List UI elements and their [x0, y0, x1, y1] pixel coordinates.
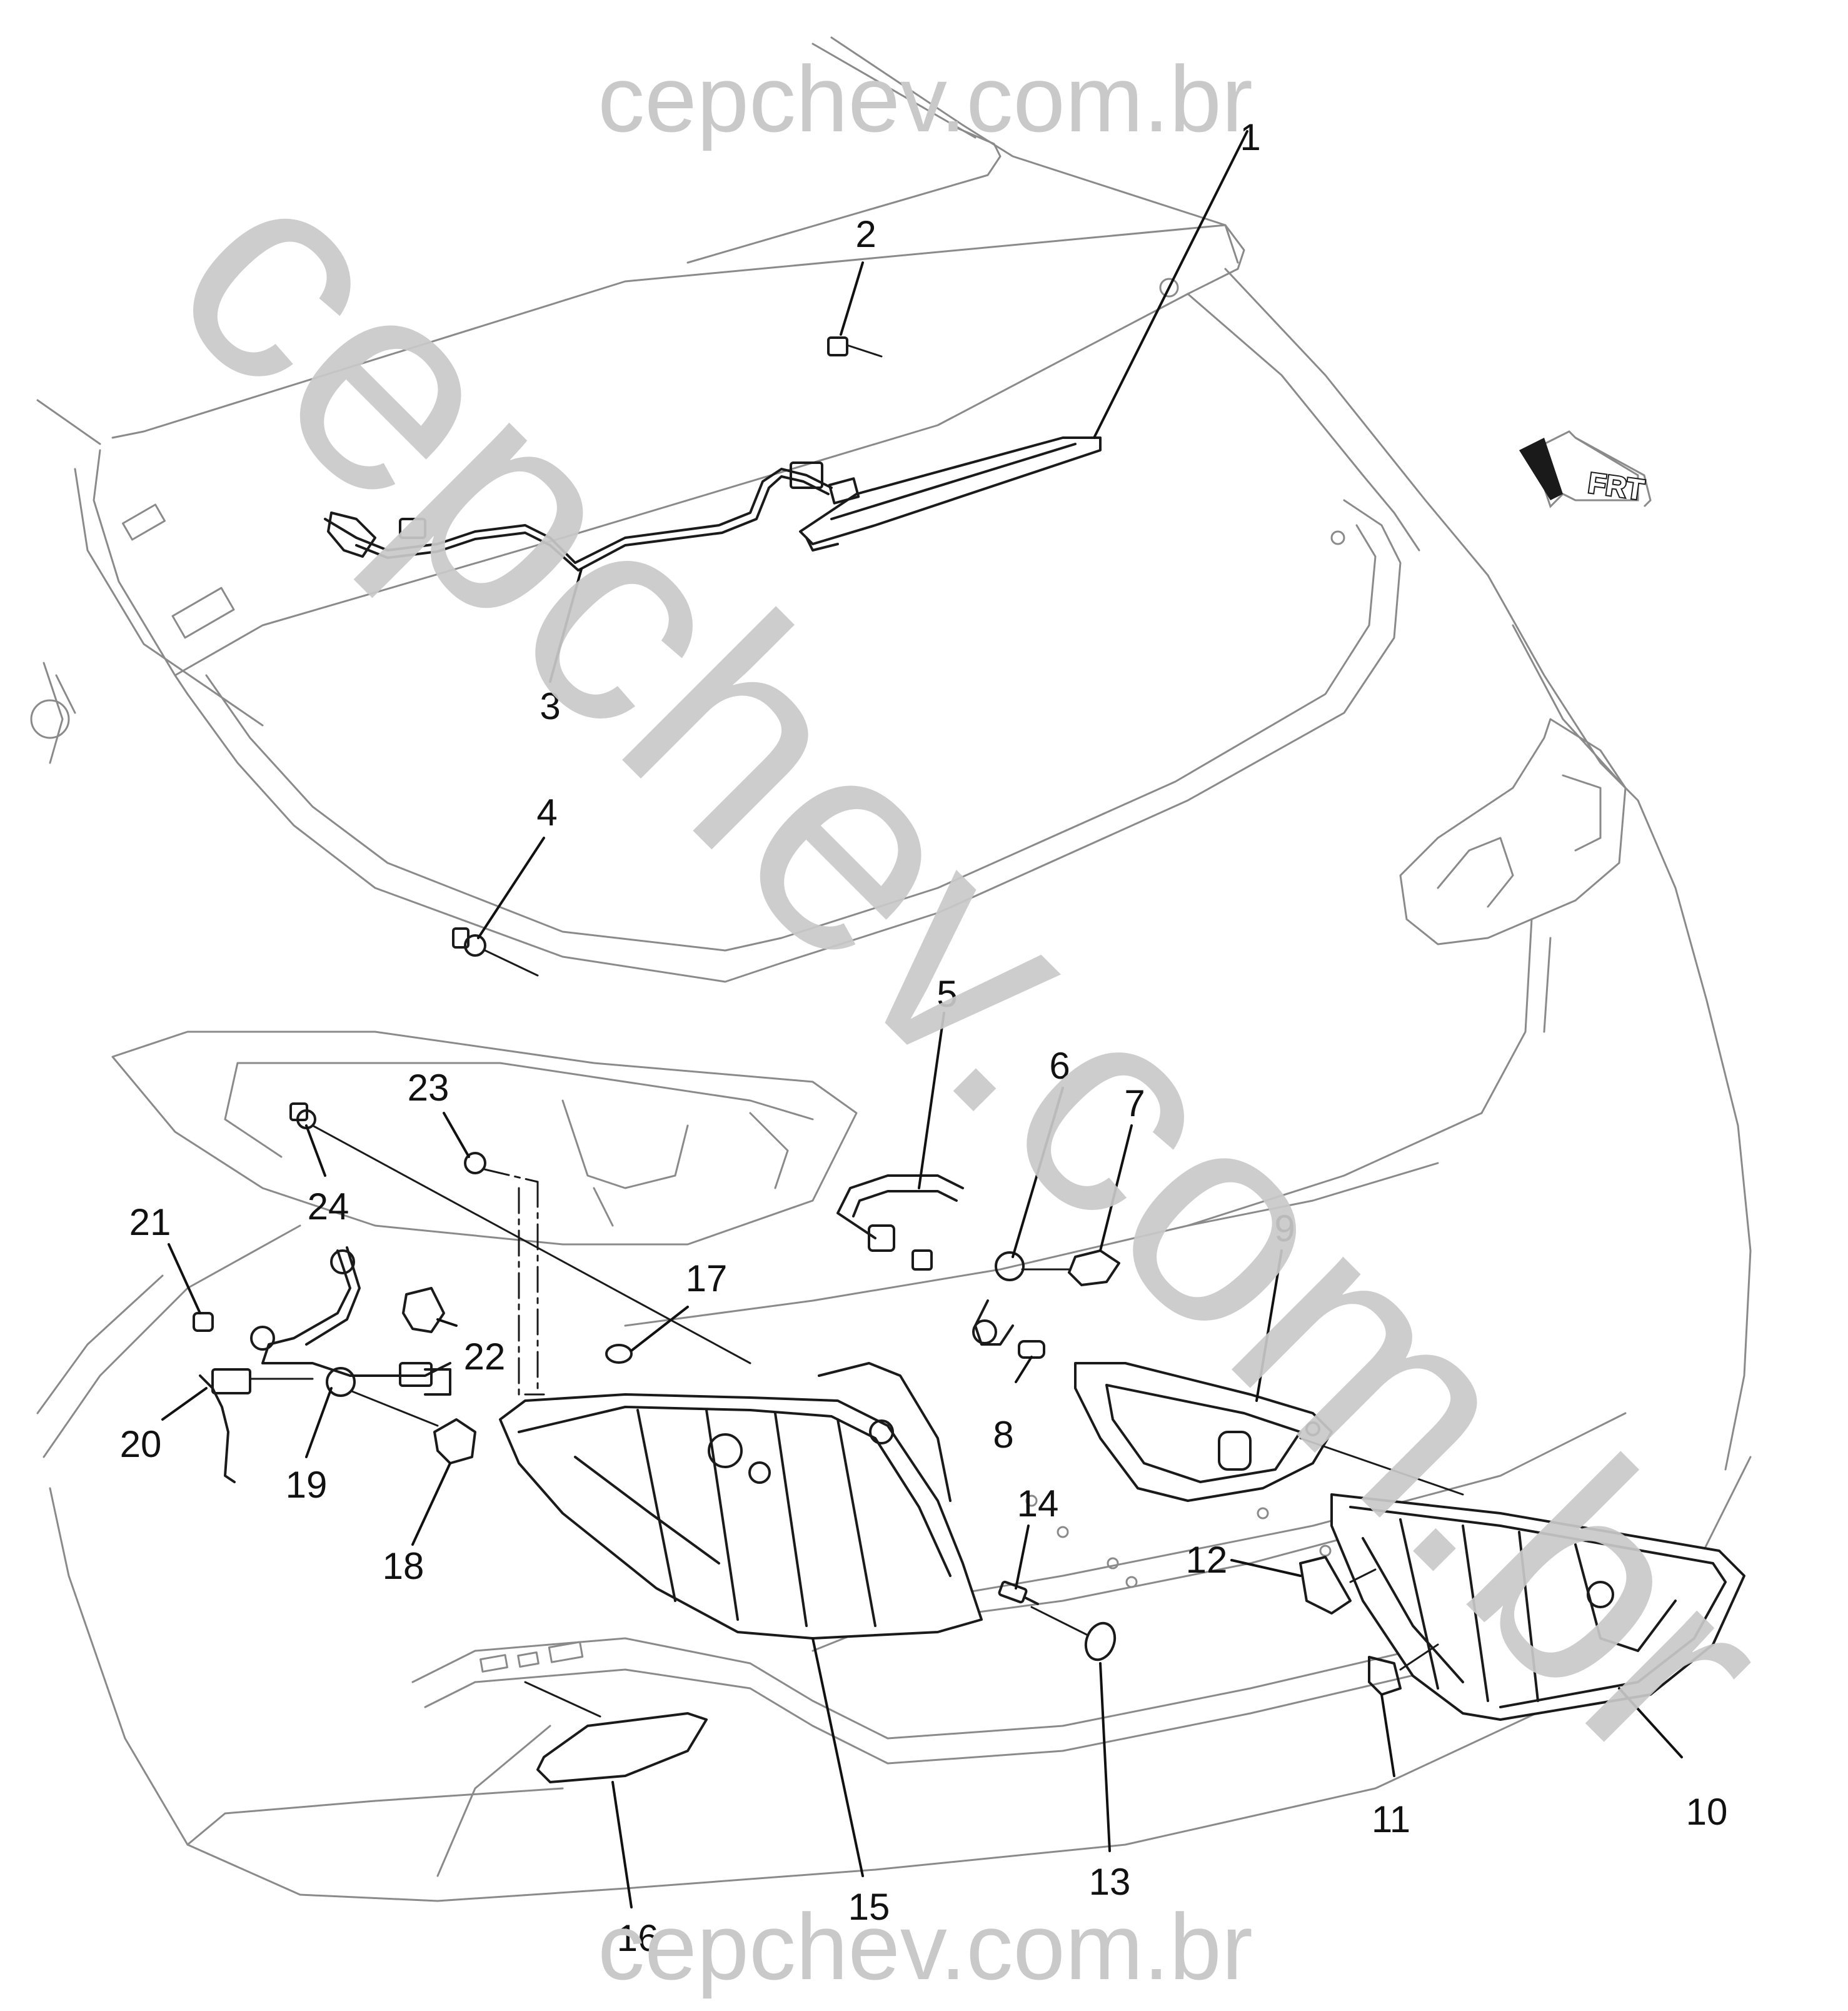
callout-5: 5 [937, 973, 957, 1015]
part-15-tail-lamp [499, 1362, 983, 1640]
callout-9: 9 [1274, 1207, 1295, 1249]
callout-1: 1 [1240, 116, 1260, 158]
watermark-diagonal: cepchev.com.br [113, 104, 1833, 1825]
part-18-bulb [433, 1418, 476, 1464]
part-9-frame [1074, 1362, 1333, 1502]
callout-16: 16 [617, 1917, 659, 1959]
callout-20: 20 [120, 1423, 162, 1465]
part-17-seal [605, 1344, 633, 1364]
callout-12: 12 [1186, 1539, 1228, 1581]
leader-lines [161, 130, 1683, 1908]
part-10-tail-lamp [1299, 1437, 1745, 1721]
part-24-grommet [289, 1102, 751, 1364]
part-19-harness [261, 1246, 451, 1427]
callout-22: 22 [464, 1336, 506, 1378]
callout-23: 23 [408, 1067, 449, 1109]
part-12-clip [1299, 1556, 1377, 1615]
callout-15: 15 [848, 1886, 890, 1928]
callout-7: 7 [1124, 1082, 1145, 1124]
part-5-harness [836, 1174, 964, 1271]
callout-labels: 1 2 3 4 5 6 7 8 9 10 11 12 13 14 15 16 1… [120, 116, 1728, 1959]
callout-6: 6 [1049, 1045, 1070, 1087]
callout-3: 3 [540, 685, 560, 727]
watermarks: cepchev.com.br cepchev.com.br cepchev.co… [113, 46, 1833, 1999]
watermark-bottom: cepchev.com.br [598, 1894, 1253, 1999]
front-arrow-icon: FRT [1519, 430, 1652, 508]
callout-19: 19 [286, 1464, 328, 1506]
part-13-grommet [1030, 1606, 1117, 1661]
callout-21: 21 [129, 1201, 171, 1243]
callout-17: 17 [686, 1258, 728, 1299]
callout-24: 24 [308, 1186, 349, 1227]
part-2-bolt [827, 336, 883, 358]
part-1-chmsl [799, 436, 1102, 552]
part-16-reflector [524, 1681, 708, 1783]
part-6-socket [972, 1251, 1025, 1346]
part-22-bulb [402, 1287, 445, 1333]
part-8-bulb [1018, 1340, 1045, 1359]
part-11-clip [1368, 1643, 1439, 1696]
part-23-grommet [464, 1152, 486, 1174]
callout-18: 18 [383, 1545, 424, 1587]
watermark-top: cepchev.com.br [598, 46, 1253, 151]
callout-11: 11 [1372, 1798, 1410, 1840]
part-21-clip [193, 1312, 275, 1351]
callout-10: 10 [1686, 1791, 1728, 1833]
part-14-stud [998, 1580, 1039, 1605]
part-4-grommet [452, 927, 539, 977]
callout-14: 14 [1017, 1483, 1059, 1525]
callout-2: 2 [855, 213, 876, 255]
part-20-connector [199, 1368, 314, 1483]
parts [193, 336, 1745, 1783]
callout-8: 8 [993, 1414, 1013, 1456]
callout-13: 13 [1089, 1861, 1131, 1903]
callout-4: 4 [536, 792, 557, 834]
part-3-harness [324, 461, 833, 572]
